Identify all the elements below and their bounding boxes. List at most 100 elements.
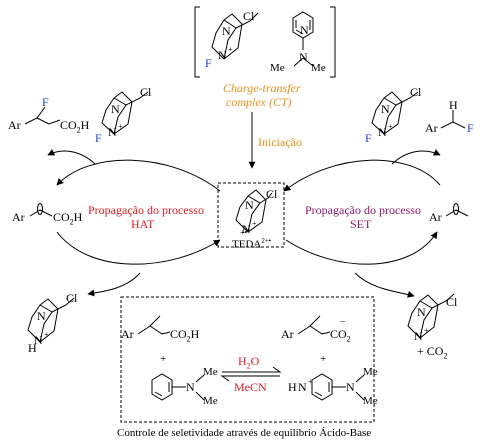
bottom-left-n-charge: + (44, 330, 49, 339)
teda-box (217, 182, 285, 248)
ct-caption-line2: complex (CT) (226, 95, 292, 109)
eq-dmap-n: N (186, 380, 195, 394)
top-right-selectfluor-structure (371, 91, 419, 135)
ct-n-bottom-label: N (218, 48, 227, 62)
eq-plus-right: + (320, 353, 327, 365)
top-left-selectfluor-n-top: N (111, 102, 120, 116)
bottom-left-cl: Cl (66, 291, 78, 305)
eq-dmap-me-top: Me (203, 366, 218, 378)
eq-dmap-me-bottom: Me (203, 395, 218, 407)
bottom-left-n-top: N (37, 309, 46, 323)
eq-dmap-structure (151, 373, 205, 401)
eq-pyridinium-me-top: Me (363, 366, 378, 378)
ct-fluorine-label: F (205, 56, 212, 70)
top-right-selectfluor-cl: Cl (410, 85, 422, 99)
ct-n-top-label: N (222, 24, 231, 38)
top-right-product-structure (440, 110, 466, 129)
equilibrium-box (120, 296, 375, 423)
top-left-selectfluor-charge: + (118, 122, 123, 131)
top-left-product-acid: CO2H (60, 118, 90, 135)
bottom-right-n-top: N (417, 305, 426, 319)
eq-mecn-label: MeCN (234, 380, 267, 394)
ct-pyridine-structure (292, 11, 314, 67)
left-cycle-lower-arc (56, 231, 221, 265)
eq-carboxylate-charge: − (340, 317, 346, 328)
teda-n-top-label: N (245, 198, 254, 212)
top-left-selectfluor-structure (101, 91, 149, 135)
set-label-line2: SET (350, 217, 372, 231)
eq-acid-ar: Ar (121, 327, 134, 341)
bottom-right-cl: Cl (446, 295, 458, 309)
top-right-selectfluor-charge: + (388, 122, 393, 131)
right-cycle-lower-arc (285, 231, 438, 265)
ct-me-left-label: Me (270, 62, 285, 74)
eq-pyridinium-h: H (288, 380, 297, 394)
teda-n-charge: + (252, 219, 257, 228)
bottom-left-n-bottom: N (34, 333, 43, 347)
left-bottom-branch-arrow (87, 272, 141, 297)
ct-cl-label: Cl (243, 9, 255, 23)
ct-pyridine-n-label: N (300, 23, 309, 37)
right-radical-ar: Ar (429, 210, 442, 224)
top-right-product-f: F (467, 121, 474, 135)
hat-label-line1: Propagação do processo (88, 203, 204, 217)
eq-pyridinium-structure (311, 373, 365, 401)
hat-label-line2: HAT (131, 217, 155, 231)
left-cycle-upper-arc (56, 159, 221, 192)
left-radical-structure (29, 203, 53, 217)
eq-pyridinium-n: N (298, 380, 307, 394)
left-radical-acid: CO2H (53, 210, 83, 227)
right-bottom-branch-arrow (354, 272, 415, 298)
eq-carboxylate-structure (297, 315, 331, 335)
left-top-branch-arrow (47, 149, 96, 165)
ct-bracket-left (194, 6, 200, 78)
eq-acid-label: CO2H (170, 327, 200, 344)
right-radical-structure (445, 203, 469, 217)
top-left-product-ar: Ar (8, 118, 21, 132)
eq-carboxylate-ar: Ar (281, 327, 294, 341)
top-right-product-h: H (449, 98, 458, 112)
bottom-left-h: H (28, 341, 37, 355)
bottom-right-teda-structure (407, 293, 455, 339)
top-right-selectfluor-f: F (365, 131, 372, 145)
top-left-product-structure (24, 106, 61, 125)
set-label-line1: Propagação do processo (305, 203, 421, 217)
bottom-right-n-charge: + (424, 326, 429, 335)
equilibrium-caption: Controle de seletividade através de equi… (117, 427, 372, 439)
top-left-selectfluor-cl: Cl (140, 85, 152, 99)
eq-pyridinium-charge: + (308, 377, 313, 386)
teda-cl-label: Cl (266, 187, 278, 201)
teda-n-bottom-label: N (242, 222, 251, 236)
ct-nme2-n-label: N (299, 50, 308, 64)
top-right-selectfluor-n-top: N (381, 102, 390, 116)
teda-charge: 2+• (261, 237, 272, 245)
bottom-right-n-bottom: N (414, 329, 423, 343)
top-left-selectfluor-f: F (95, 131, 102, 145)
right-cycle-upper-arc (283, 159, 441, 192)
eq-acid-structure (137, 315, 171, 335)
teda-label: TEDA2+• (232, 237, 272, 251)
eq-pyridinium-me-bottom: Me (363, 395, 378, 407)
ct-selectfluor-structure (211, 12, 259, 60)
right-top-branch-arrow (391, 149, 441, 165)
teda-structure (235, 189, 273, 233)
bottom-left-teda-structure (27, 297, 75, 343)
top-left-product-f: F (42, 95, 49, 109)
equilibrium-arrows (220, 366, 282, 382)
ct-me-right-label: Me (311, 62, 326, 74)
eq-carboxylate-label: CO2 (330, 327, 351, 344)
ct-caption-line1: Charge-transfer (223, 81, 301, 95)
top-right-product-ar: Ar (425, 121, 438, 135)
ct-n-charge: + (228, 45, 233, 54)
ct-bracket-right (330, 6, 336, 78)
co2-label: + CO2 (417, 344, 448, 361)
eq-pyridinium-nme2-n: N (346, 380, 355, 394)
top-left-selectfluor-n-bottom: N (108, 125, 117, 139)
eq-plus-left: + (160, 353, 167, 365)
initiation-label: Iniciação (258, 135, 302, 149)
top-right-selectfluor-n-bottom: N (378, 125, 387, 139)
eq-water-label: H2O (238, 354, 260, 371)
teda-radical-mark: +• (240, 228, 248, 237)
